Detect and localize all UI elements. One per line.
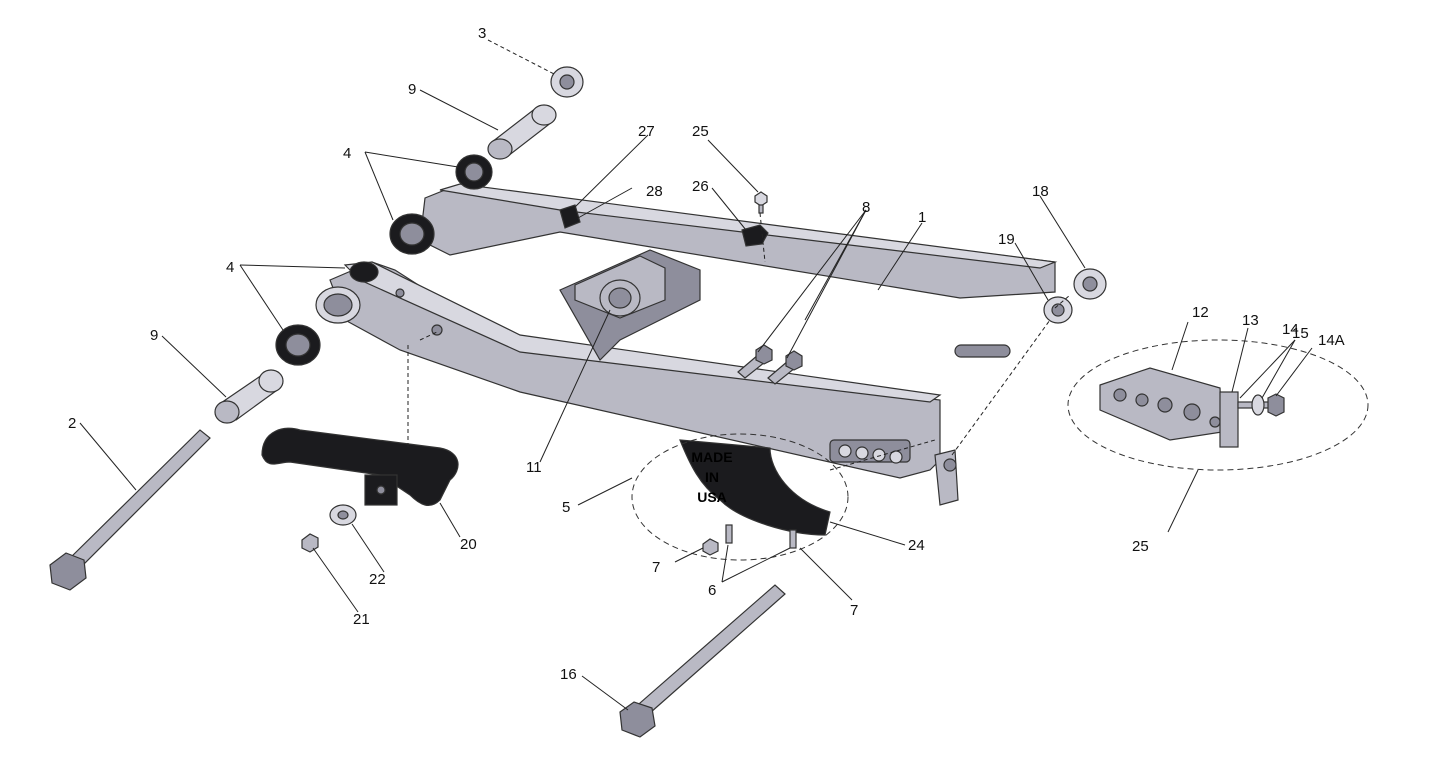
callout-15: 15: [1292, 325, 1309, 342]
callout-25-group: 25: [1132, 538, 1149, 555]
axle-adjuster-12: [1099, 367, 1223, 441]
bushing-upper-right: [455, 154, 493, 190]
callout-26: 26: [692, 178, 709, 195]
pivot-housing: [599, 279, 641, 317]
bushing-upper-left: [389, 213, 435, 255]
stamp-line-1: MADE: [691, 449, 732, 465]
callout-8: 8: [862, 199, 870, 216]
callout-28: 28: [646, 183, 663, 200]
stamp-line-3: USA: [697, 489, 727, 505]
callout-1: 1: [918, 209, 926, 226]
sleeve-lower: [214, 369, 284, 424]
callout-3: 3: [478, 25, 486, 42]
adjuster-group-outline: [1067, 339, 1369, 471]
callout-7-left: 7: [652, 559, 660, 576]
stamp-text: MADE IN USA: [691, 449, 732, 505]
callout-24: 24: [908, 537, 925, 554]
callout-2: 2: [68, 415, 76, 432]
callout-16: 16: [560, 666, 577, 683]
callout-19: 19: [998, 231, 1015, 248]
leader-lines: [79, 39, 1313, 711]
callout-14: 14: [1282, 321, 1299, 338]
callout-7-right: 7: [850, 602, 858, 619]
nut-left: [702, 538, 719, 556]
washer-19: [1043, 296, 1073, 324]
chain-guard: [261, 427, 459, 507]
washer: [329, 504, 357, 526]
chain-slider-group-outline: [631, 433, 849, 561]
chain-slider: [679, 439, 831, 536]
callout-18: 18: [1032, 183, 1049, 200]
callout-25-top: 25: [692, 123, 709, 140]
axle-bolt: [619, 584, 786, 738]
callout-27: 27: [638, 123, 655, 140]
callout-20: 20: [460, 536, 477, 553]
bushing-lower-left: [275, 324, 321, 366]
screw: [301, 533, 319, 553]
callout-9-lower: 9: [150, 327, 158, 344]
adjuster-plate-13: [1219, 391, 1239, 448]
callout-4-lower: 4: [226, 259, 234, 276]
callout-11: 11: [526, 459, 542, 476]
pivot-bolt: [49, 429, 211, 591]
stamp-line-2: IN: [705, 469, 719, 485]
swingarm-body: [315, 183, 1058, 506]
callout-21: 21: [353, 611, 370, 628]
callout-6: 6: [708, 582, 716, 599]
callout-9-upper: 9: [408, 81, 416, 98]
callout-4-upper: 4: [343, 145, 351, 162]
stud-left: [725, 524, 733, 544]
cap-nut: [550, 66, 584, 98]
adjuster-bolt-14: [1237, 393, 1285, 417]
sleeve-upper: [487, 104, 557, 160]
callout-5: 5: [562, 499, 570, 516]
spacer-18: [1073, 268, 1107, 300]
callout-labels: 3 9 4 4 9 2 27 28 25 26 8 1 18 19 12 13 …: [68, 25, 1345, 683]
bolt-8b: [767, 350, 803, 385]
callout-13: 13: [1242, 312, 1259, 329]
stud-right: [789, 529, 797, 549]
callout-12: 12: [1192, 304, 1209, 321]
screw-25: [754, 191, 768, 214]
stop-27: [559, 204, 581, 229]
callout-22: 22: [369, 571, 386, 588]
bushing-lower-right: [349, 261, 379, 283]
callout-14a: 14A: [1318, 332, 1345, 349]
